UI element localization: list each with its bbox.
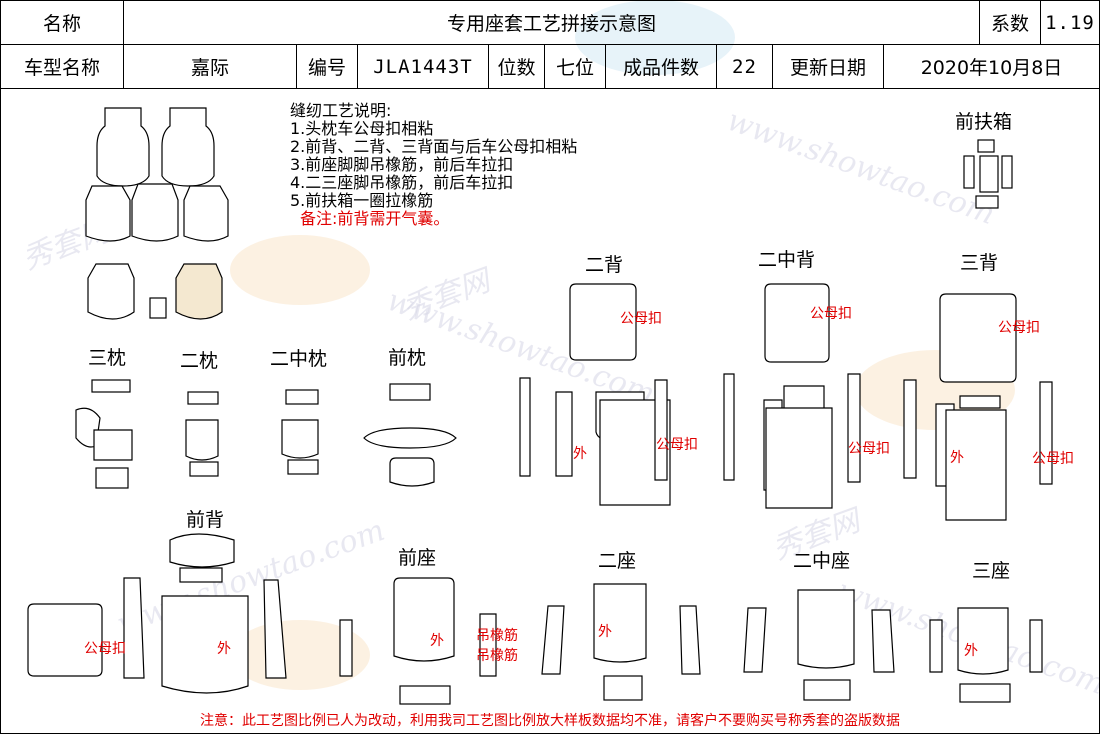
pieces-value: 22 (716, 44, 773, 89)
label-second-back: 二背 (585, 254, 624, 276)
third-seat-pieces (929, 607, 1043, 703)
pillow-pieces (75, 379, 457, 489)
snap-note: 公母扣 (620, 311, 662, 327)
snap-note: 公母扣 (848, 441, 890, 457)
outer-note: 外 (598, 624, 612, 640)
pieces-label: 成品件数 (605, 44, 717, 89)
page-title: 专用座套工艺拼接示意图 (123, 0, 980, 45)
label-front-back: 前背 (186, 509, 225, 531)
label-front-pillow: 前枕 (388, 347, 427, 369)
seats-label: 位数 (488, 44, 545, 89)
sewing-notes: 缝纫工艺说明: 1.头枕车公母扣相粘 2.前背、二背、三背面与后车公母扣相粘 3… (290, 102, 577, 228)
seat-thumbnails (85, 107, 229, 320)
model-label: 车型名称 (0, 44, 124, 89)
label-second-pillow: 二枕 (180, 350, 219, 372)
label-front-armrest: 前扶箱 (955, 111, 1013, 133)
elastic-note: 吊橡筋 (476, 648, 518, 664)
footer-notice: 注意：此工艺图比例已人为改动，利用我司工艺图比例放大样板数据均不准，请客户不要购… (200, 713, 900, 729)
second-seat-pieces (541, 583, 701, 701)
note-item: 4.二三座脚吊橡筋，前后车拉扣 (290, 173, 514, 192)
watermark-logo (230, 235, 370, 305)
front-back-pieces (27, 533, 287, 694)
code-label: 编号 (296, 44, 358, 89)
note-item: 5.前扶箱一圈拉橡筋 (290, 191, 434, 210)
label-second-seat: 二座 (598, 550, 637, 572)
date-label: 更新日期 (772, 44, 884, 89)
third-back-pieces (903, 293, 1053, 521)
front-seat-pieces (339, 577, 497, 705)
note-item: 3.前座脚脚吊橡筋，前后车拉扣 (290, 155, 514, 174)
label-third-seat: 三座 (972, 560, 1011, 582)
label-front-seat: 前座 (398, 547, 437, 569)
notes-title: 缝纫工艺说明: (290, 101, 392, 120)
second-back-pieces (519, 283, 671, 506)
outer-note: 外 (430, 633, 444, 649)
code-value: JLA1443T (357, 44, 489, 89)
seats-value: 七位 (544, 44, 606, 89)
outer-note: 外 (964, 643, 978, 659)
outer-note: 外 (950, 450, 964, 466)
label-second-mid-back: 二中背 (758, 249, 816, 271)
snap-note: 公母扣 (1032, 451, 1074, 467)
front-armrest-pieces (963, 139, 1013, 209)
second-mid-seat-pieces (743, 589, 895, 701)
snap-note: 公母扣 (84, 641, 126, 657)
label-third-pillow: 三枕 (88, 347, 127, 369)
label-second-mid-seat: 二中座 (793, 550, 851, 572)
snap-note: 公母扣 (998, 320, 1040, 336)
model-value: 嘉际 (123, 44, 297, 89)
date-value: 2020年10月8日 (883, 44, 1100, 89)
notes-remark: 备注:前背需开气囊。 (300, 209, 450, 228)
snap-note: 公母扣 (656, 437, 698, 453)
note-item: 2.前背、二背、三背面与后车公母扣相粘 (290, 137, 578, 156)
label-third-back: 三背 (960, 252, 999, 274)
note-item: 1.头枕车公母扣相粘 (290, 119, 434, 138)
snap-note: 公母扣 (810, 306, 852, 322)
outer-note: 外 (217, 641, 231, 657)
label-second-mid-pillow: 二中枕 (270, 348, 328, 370)
elastic-note: 吊橡筋 (476, 628, 518, 644)
header-table: 名称 专用座套工艺拼接示意图 系数 1.19 车型名称 嘉际 编号 JLA144… (0, 0, 1100, 89)
outer-note: 外 (573, 446, 587, 462)
second-mid-back-pieces (723, 283, 861, 509)
